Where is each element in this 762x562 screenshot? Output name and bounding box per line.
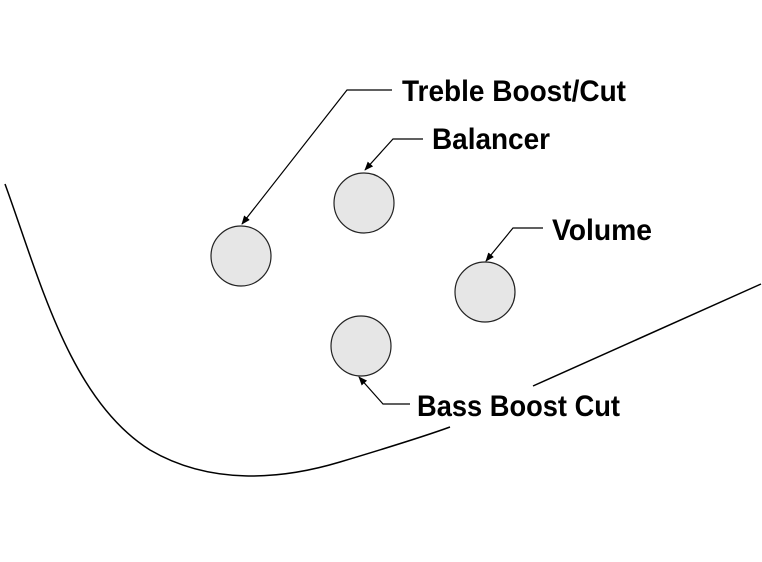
bass-label: Bass Boost Cut bbox=[417, 390, 620, 423]
bass-knob[interactable] bbox=[330, 315, 392, 377]
body-outline-right-edge bbox=[532, 283, 762, 387]
volume-knob[interactable] bbox=[454, 261, 516, 323]
balancer-leader-arrow bbox=[364, 138, 423, 171]
treble-knob[interactable] bbox=[210, 225, 272, 287]
balancer-label: Balancer bbox=[432, 123, 550, 156]
balancer-knob[interactable] bbox=[333, 172, 395, 234]
body-outline-left-curve bbox=[4, 183, 451, 477]
bass-leader-arrow bbox=[358, 376, 410, 405]
volume-leader-arrow bbox=[485, 227, 543, 262]
treble-label: Treble Boost/Cut bbox=[402, 75, 626, 108]
volume-label: Volume bbox=[552, 214, 652, 247]
treble-leader-arrow bbox=[241, 89, 392, 225]
